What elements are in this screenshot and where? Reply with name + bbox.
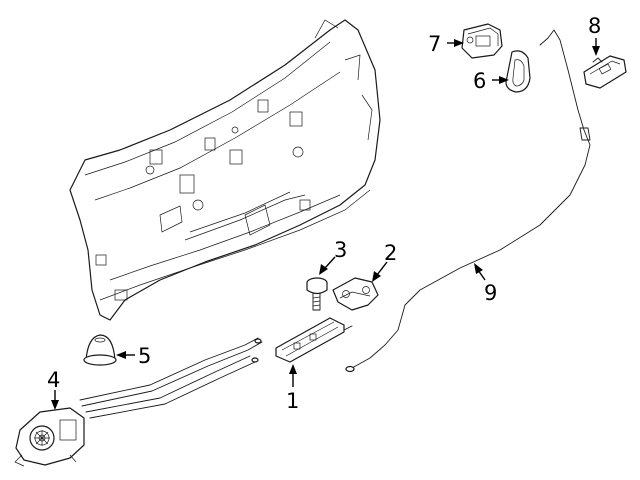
callout-label-6: 6: [473, 69, 486, 93]
part-7-switch: [461, 23, 503, 59]
callout-label-2: 2: [384, 241, 397, 265]
callout-6: 6: [473, 69, 509, 93]
liftgate-trim-panel: [69, 19, 381, 321]
callout-3: 3: [319, 238, 347, 275]
callout-7: 7: [428, 32, 464, 56]
callout-label-3: 3: [334, 238, 347, 262]
callout-label-9: 9: [484, 281, 497, 305]
callout-label-7: 7: [428, 32, 441, 56]
part-9-cable: [345, 29, 591, 373]
part-3-bolt: [306, 277, 328, 311]
callout-5: 5: [116, 344, 151, 368]
callout-1: 1: [286, 364, 299, 413]
callout-2: 2: [372, 241, 397, 282]
callout-9: 9: [474, 263, 497, 305]
callout-label-1: 1: [286, 389, 299, 413]
part-1-latch: [275, 317, 353, 363]
part-2-striker: [332, 277, 379, 311]
callout-label-4: 4: [47, 368, 60, 392]
callout-label-5: 5: [138, 344, 151, 368]
part-5-bumper: [83, 334, 117, 366]
part-8-lamp: [583, 55, 627, 89]
callout-8: 8: [588, 14, 601, 56]
callout-4: 4: [47, 368, 60, 410]
part-6-bezel: [505, 50, 531, 93]
callout-label-8: 8: [588, 14, 601, 38]
